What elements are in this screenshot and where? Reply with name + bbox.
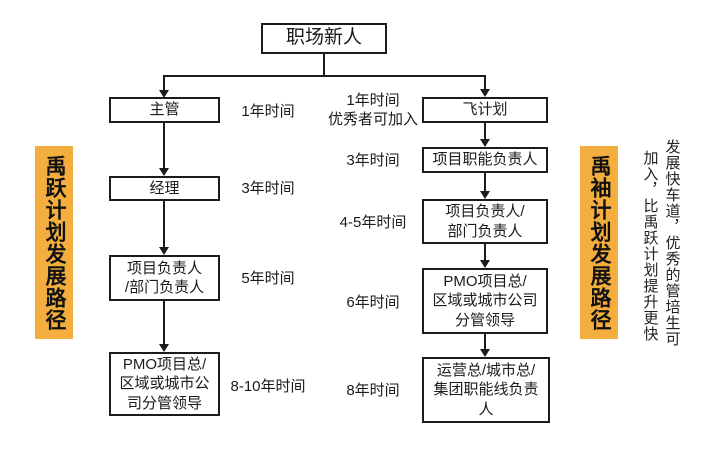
right-track-banner: 禹袖计划发展路径	[580, 146, 618, 339]
right-node-3: 项目负责人/ 部门负责人	[422, 199, 548, 244]
arrow-head	[159, 90, 169, 98]
right-time-3: 4-5年时间	[339, 214, 407, 231]
side-note-column-1: 发展快车道，优秀的管培生可	[663, 139, 681, 347]
right-time-5: 8年时间	[346, 382, 400, 399]
connector	[484, 244, 486, 260]
left-node-4: PMO项目总/ 区域或城市公 司分管领导	[109, 352, 220, 416]
left-node-1: 主管	[109, 97, 220, 123]
left-time-4: 8-10年时间	[230, 378, 306, 395]
arrow-head	[480, 89, 490, 97]
left-node-3: 项目负责人 /部门负责人	[109, 255, 220, 301]
arrow-head	[159, 247, 169, 255]
connector	[484, 123, 486, 139]
connector-drop-left	[163, 75, 165, 90]
connector	[163, 201, 165, 247]
arrow-head	[480, 191, 490, 199]
left-time-3: 5年时间	[241, 270, 295, 287]
connector	[484, 173, 486, 191]
left-node-2: 经理	[109, 176, 220, 201]
arrow-head	[480, 260, 490, 268]
right-time-4: 6年时间	[346, 294, 400, 311]
arrow-head	[159, 344, 169, 352]
connector	[163, 301, 165, 344]
right-time-2: 3年时间	[346, 152, 400, 169]
connector-stem	[323, 54, 325, 75]
right-time-1: 1年时间 优秀者可加入	[328, 92, 419, 128]
left-track-banner: 禹跃计划发展路径	[35, 146, 73, 339]
connector-branch	[163, 75, 486, 77]
connector-drop-right	[484, 75, 486, 89]
left-time-1: 1年时间	[241, 103, 295, 120]
connector	[484, 334, 486, 349]
arrow-head	[159, 168, 169, 176]
right-node-2: 项目职能负责人	[422, 147, 548, 173]
left-time-2: 3年时间	[241, 180, 295, 197]
side-note-column-2: 加入，比禹跃计划提升更快	[641, 150, 659, 342]
arrow-head	[480, 349, 490, 357]
arrow-head	[480, 139, 490, 147]
connector	[163, 123, 165, 168]
right-node-5: 运营总/城市总/ 集团职能线负责 人	[422, 357, 550, 423]
right-node-4: PMO项目总/ 区域或城市公司 分管领导	[422, 268, 548, 334]
start-node: 职场新人	[261, 23, 387, 54]
right-node-1: 飞计划	[422, 97, 548, 123]
